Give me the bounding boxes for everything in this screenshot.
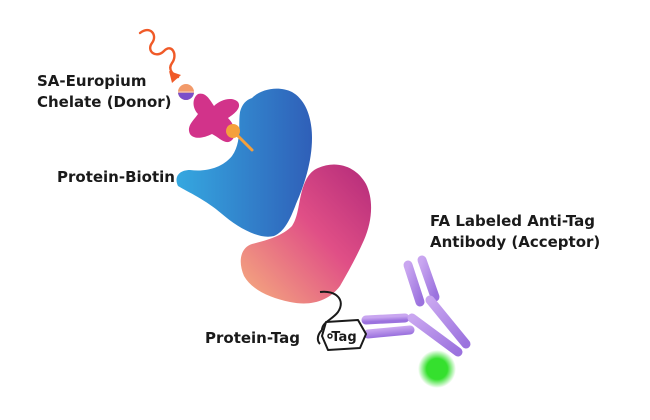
biotin-linker (236, 134, 254, 152)
acceptor-label: FA Labeled Anti-Tag Antibody (Acceptor) (430, 211, 600, 253)
donor-label: SA-Europium Chelate (Donor) (37, 71, 172, 113)
anti-tag-antibody (361, 255, 471, 357)
donor-label-line-2: Chelate (Donor) (37, 93, 172, 111)
protein-tag-label: Protein-Tag (205, 329, 301, 347)
acceptor-label-line-2: Antibody (Acceptor) (430, 233, 601, 251)
protein-biotin-label: Protein-Biotin (57, 168, 175, 186)
biotin (226, 124, 240, 138)
protein-tag-shape (240, 164, 372, 304)
donor-label-line-1: SA-Europium (37, 72, 147, 90)
fa-fluorophore (418, 350, 456, 388)
protein-biotin-shape (176, 88, 312, 237)
excitation-arrow (138, 28, 181, 83)
acceptor-label-line-1: FA Labeled Anti-Tag (430, 212, 595, 230)
donor-complex (178, 84, 254, 152)
tag-text: Tag (331, 330, 356, 345)
tag-label (316, 290, 367, 351)
